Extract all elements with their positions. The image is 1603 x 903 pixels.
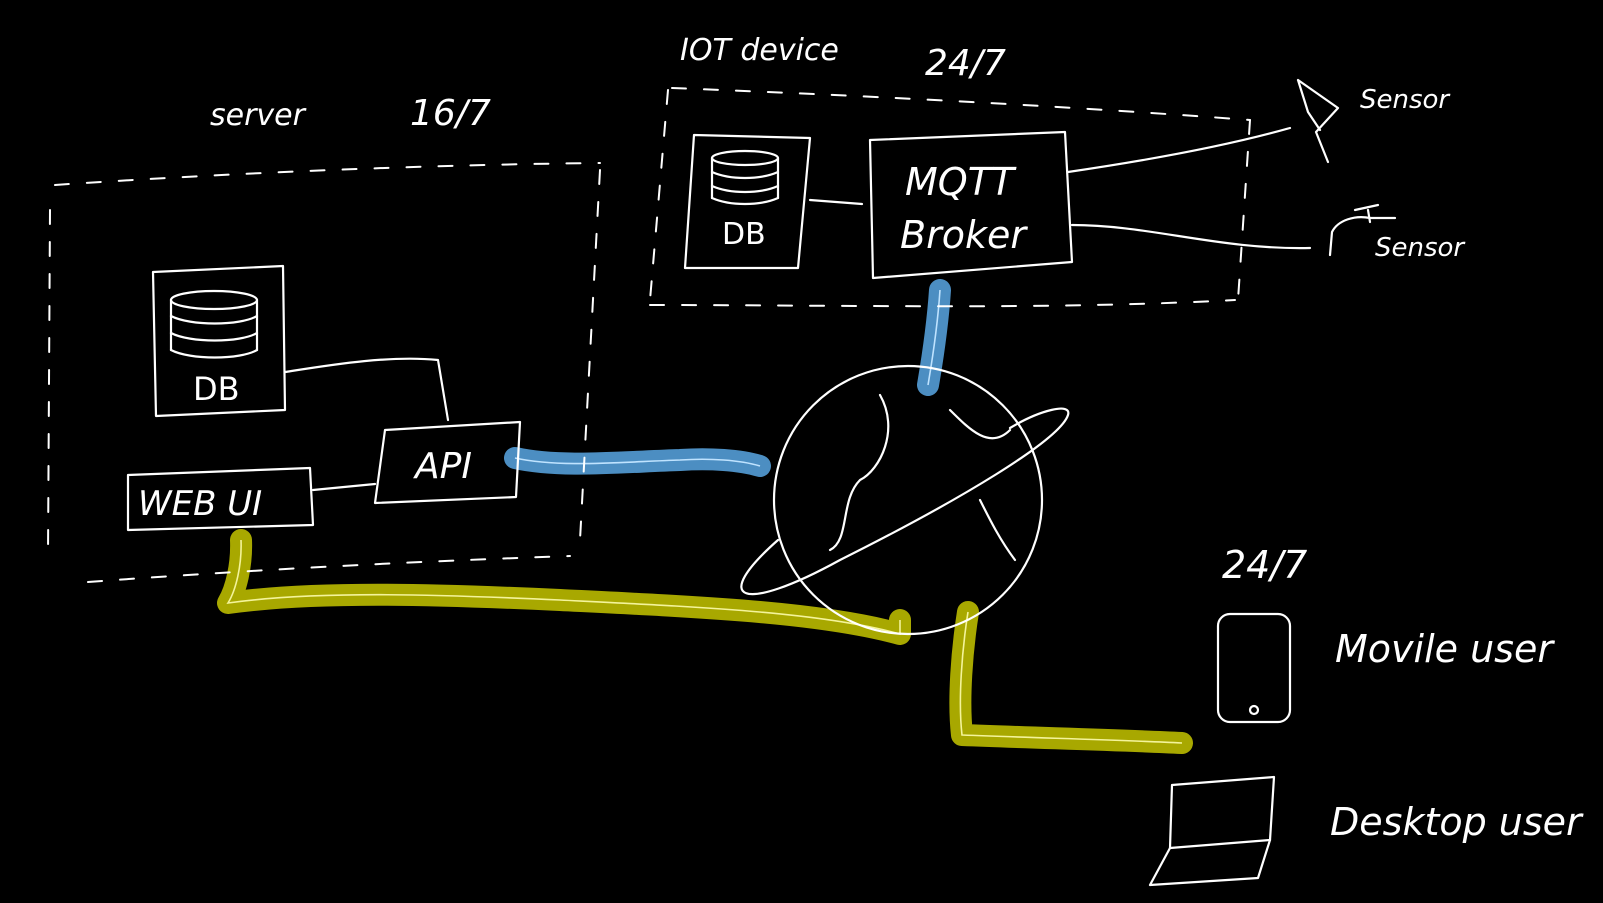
mqtt-broker-box: MQTT Broker — [868, 130, 1074, 280]
blue-links — [504, 279, 951, 477]
broker-sensor1-connector — [1066, 126, 1292, 174]
mobile-user-label: Movile user — [1335, 627, 1555, 671]
api-label: API — [413, 446, 472, 487]
server-db: DB — [151, 264, 287, 418]
laptop-icon — [1148, 775, 1276, 887]
sensor-2-label: Sensor — [1375, 233, 1466, 263]
api-internet-link-core — [514, 457, 761, 467]
server-label: server — [210, 98, 307, 133]
iot-db-label: DB — [722, 217, 766, 252]
internet-globe-icon — [740, 364, 1070, 636]
internet-clients-link-core — [959, 611, 1183, 744]
iot-db: DB — [683, 133, 812, 270]
faucet-icon — [1328, 203, 1397, 257]
broker-line1: MQTT — [905, 160, 1017, 204]
iot-label: IOT device — [680, 33, 839, 68]
broker-internet-link-core — [927, 289, 941, 386]
broker-sensor2-connector — [1070, 223, 1312, 250]
web-ui-label: WEB UI — [138, 484, 262, 524]
database-icon — [710, 149, 780, 206]
desktop-user-label: Desktop user — [1330, 800, 1584, 844]
server-db-label: DB — [193, 370, 240, 408]
clients-uptime: 24/7 — [1222, 543, 1307, 587]
server-uptime: 16/7 — [410, 93, 491, 134]
sensor-1-label: Sensor — [1360, 85, 1451, 115]
server-boundary: server 16/7 — [47, 93, 601, 583]
database-icon — [169, 289, 259, 359]
antenna-icon — [1296, 78, 1340, 164]
internet-clients-link — [949, 601, 1193, 754]
iot-uptime: 24/7 — [925, 43, 1006, 84]
phone-icon — [1216, 612, 1292, 724]
broker-line2: Broker — [900, 213, 1028, 257]
mobile-user: Movile user — [1216, 612, 1555, 724]
webui-api-connector — [311, 482, 377, 492]
sensor-1: Sensor — [1296, 78, 1451, 164]
api-box: API — [373, 420, 522, 505]
iot-boundary: IOT device 24/7 — [649, 33, 1251, 308]
sensor-2: Sensor — [1328, 203, 1466, 263]
webui-internet-link — [217, 529, 911, 645]
webui-internet-link-core — [226, 539, 901, 636]
db-api-connector — [283, 357, 450, 422]
web-ui-box: WEB UI — [126, 466, 315, 532]
db-broker-connector — [808, 198, 864, 206]
desktop-user: Desktop user — [1148, 775, 1584, 887]
yellow-links — [217, 529, 1193, 754]
